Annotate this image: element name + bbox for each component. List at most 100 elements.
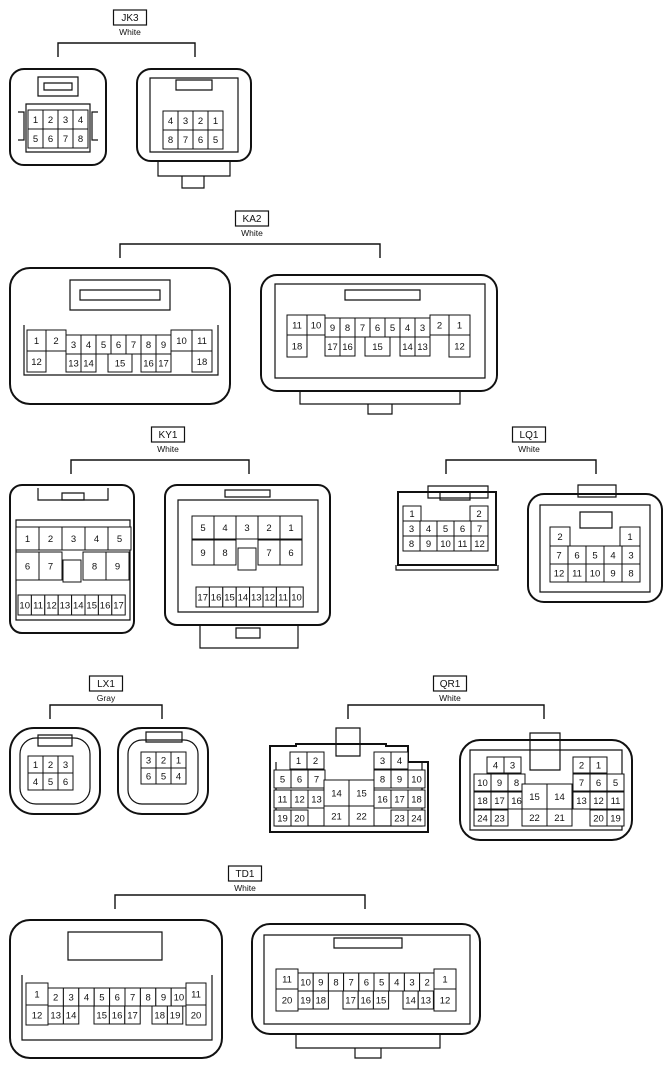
pin-cell: [286, 334, 308, 358]
pin-number: 7: [63, 134, 68, 145]
pin-number: 10: [590, 568, 601, 579]
pin-number: 9: [497, 778, 502, 789]
pin-number: 6: [596, 778, 601, 789]
pin-number: 19: [277, 813, 288, 824]
pin-number: 11: [197, 336, 207, 347]
pin-number: 7: [477, 524, 482, 535]
pin-number: 17: [113, 600, 124, 611]
pin-number: 5: [117, 534, 122, 545]
connector-bracket: [445, 459, 597, 474]
pin-number: 7: [130, 992, 135, 1003]
pin-number: 2: [313, 756, 318, 767]
connector-id: LX1: [97, 679, 115, 690]
connector-id-box: [227, 865, 263, 882]
pin-number: 3: [71, 340, 76, 351]
pin-number: 8: [333, 977, 338, 988]
pin-number: 8: [78, 134, 83, 145]
pin-cell: [372, 990, 390, 1010]
pin-number: 7: [48, 561, 53, 572]
pin-number: 5: [379, 977, 384, 988]
connector-bracket: [347, 704, 545, 719]
pin-number: 9: [161, 992, 166, 1003]
pin-number: 17: [345, 995, 356, 1006]
pin-number: 19: [610, 813, 621, 824]
connector-color: White: [157, 444, 179, 454]
pin-number: 10: [291, 592, 302, 603]
pin-number: 15: [115, 358, 126, 369]
pin-number: 20: [294, 813, 305, 824]
pin-number: 20: [593, 813, 604, 824]
pin-number: 15: [529, 792, 540, 803]
pin-number: 16: [377, 794, 388, 805]
pin-cell: [307, 769, 326, 789]
pin-number: 9: [426, 539, 431, 550]
pin-cell: [213, 539, 237, 566]
pin-number: 14: [66, 1010, 77, 1021]
pin-number: 17: [197, 592, 208, 603]
pin-number: 1: [457, 320, 462, 331]
pin-number: 4: [493, 760, 498, 771]
pin-cell: [621, 563, 641, 583]
pin-number: 4: [94, 534, 99, 545]
pin-number: 2: [53, 336, 58, 347]
pin-number: 14: [238, 592, 249, 603]
connector-color: White: [234, 883, 256, 893]
pin-number: 14: [83, 358, 94, 369]
pin-number: 6: [460, 524, 465, 535]
connector-id-box: [511, 426, 547, 443]
pin-cell: [57, 772, 74, 791]
pin-cell: [606, 791, 625, 810]
pin-number: 8: [92, 561, 97, 572]
pin-number: 7: [579, 778, 584, 789]
connector-id: LQ1: [520, 430, 539, 441]
pin-number: 4: [33, 777, 38, 788]
pin-number: 2: [557, 532, 562, 543]
pin-number: 6: [25, 561, 30, 572]
pin-cell: [124, 1005, 141, 1025]
pin-number: 4: [610, 550, 615, 561]
pin-number: 1: [25, 534, 30, 545]
pin-number: 13: [576, 796, 587, 807]
pin-number: 13: [68, 358, 79, 369]
pin-number: 2: [53, 992, 58, 1003]
pin-number: 18: [292, 341, 303, 352]
pin-number: 16: [112, 1010, 123, 1021]
connector-id: KY1: [159, 430, 178, 441]
pin-number: 11: [33, 600, 43, 611]
pin-cell: [111, 594, 126, 616]
pin-cell: [312, 990, 329, 1010]
pin-number: 4: [176, 771, 181, 782]
pin-number: 12: [440, 995, 451, 1006]
pin-number: 5: [613, 778, 618, 789]
pin-number: 4: [84, 992, 89, 1003]
pin-number: 7: [556, 550, 561, 561]
pin-cell: [38, 551, 63, 581]
pin-cell: [407, 769, 426, 789]
pin-number: 3: [63, 760, 68, 771]
pin-number: 7: [266, 548, 271, 559]
pin-number: 23: [394, 813, 405, 824]
pin-number: 6: [288, 548, 293, 559]
pin-number: 1: [34, 989, 39, 1000]
pin-number: 5: [443, 524, 448, 535]
pin-number: 9: [200, 548, 205, 559]
pin-number: 3: [380, 756, 385, 767]
pin-number: 13: [421, 995, 432, 1006]
pin-number: 4: [86, 340, 91, 351]
pin-number: 12: [264, 592, 275, 603]
pin-cell: [433, 988, 457, 1012]
pin-number: 5: [390, 323, 395, 334]
pin-number: 5: [33, 134, 38, 145]
pin-number: 9: [115, 561, 120, 572]
pin-cell: [503, 756, 522, 774]
pin-number: 14: [405, 995, 416, 1006]
pin-number: 10: [440, 539, 451, 550]
